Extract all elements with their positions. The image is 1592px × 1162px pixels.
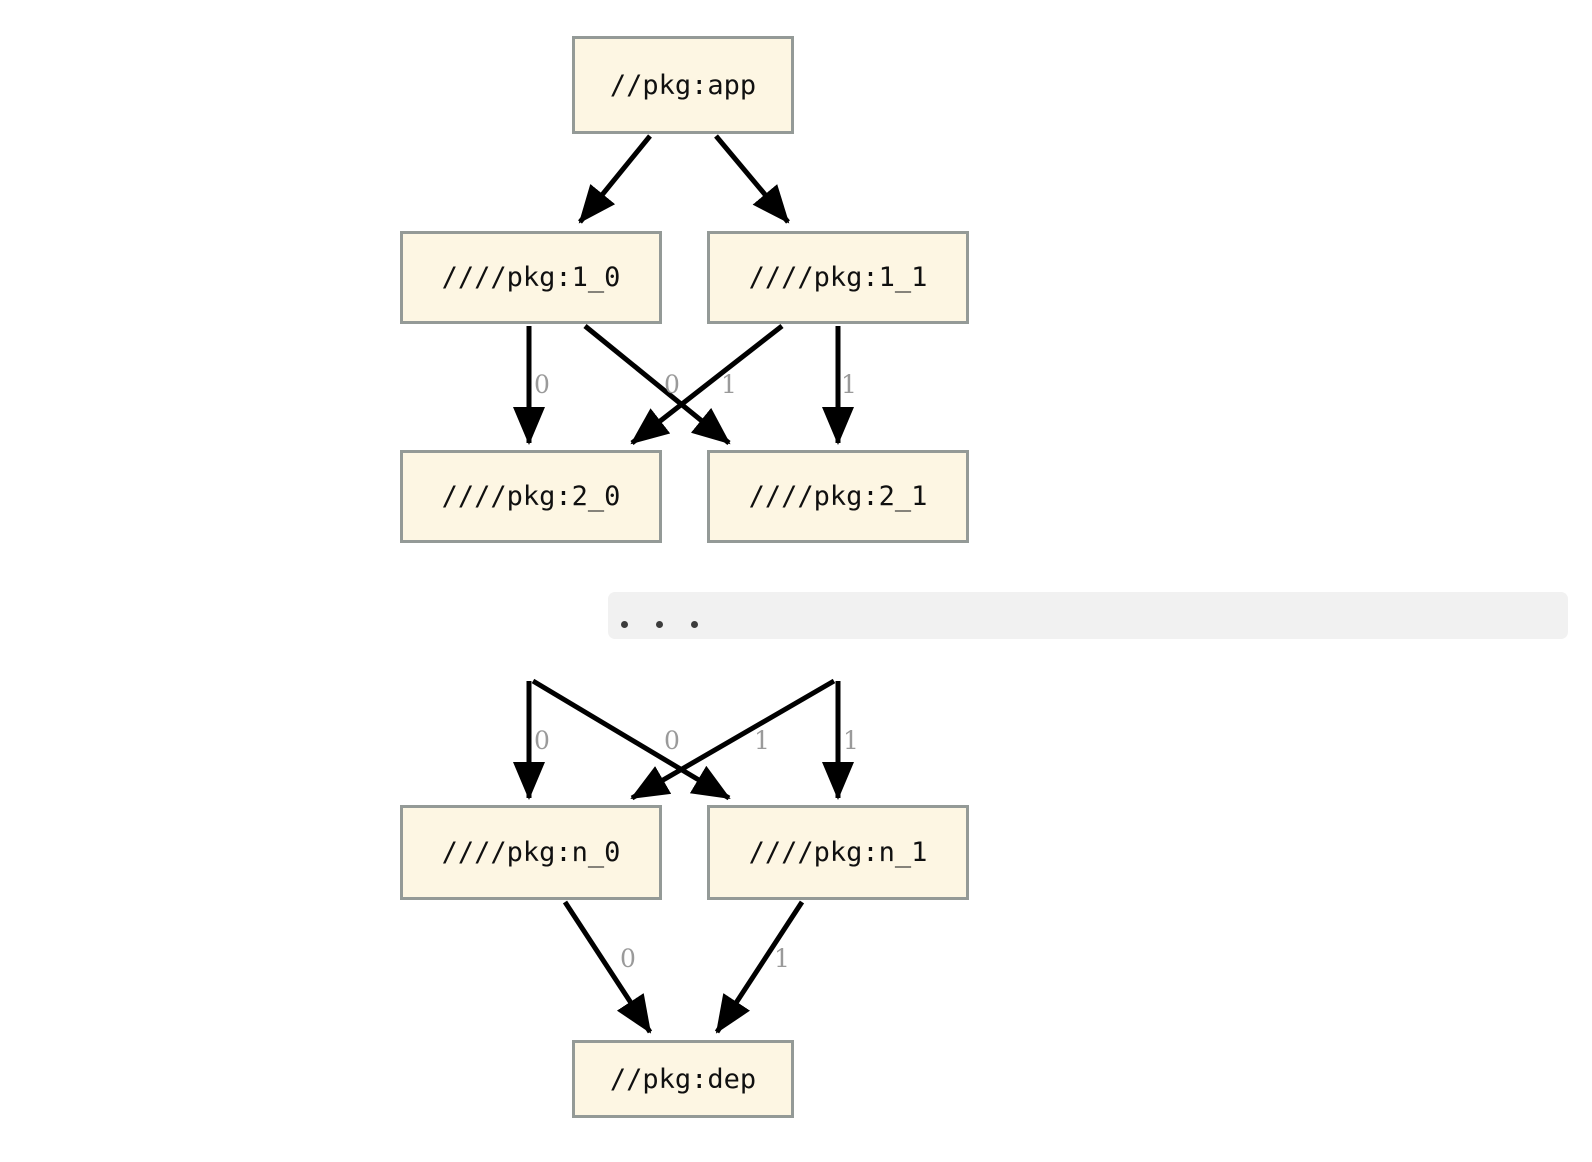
- edge-label-n_1-dep: 1: [774, 944, 790, 973]
- edge-label-elided-n_1: 0: [664, 726, 680, 755]
- ellipsis-dot-icon: [691, 621, 698, 628]
- edge-label-elided-n_0: 0: [534, 726, 550, 755]
- edge-label-1_0-2_0: 0: [534, 370, 550, 399]
- node-label: ////pkg:2_1: [748, 481, 928, 512]
- ellipsis-dot-icon: [621, 621, 628, 628]
- edge-app-to-1_0: [578, 134, 652, 224]
- edge-1_0-to-2_1: [583, 324, 731, 445]
- edge-n_0-to-dep: [562, 900, 653, 1034]
- node-pkg-2_1[interactable]: ////pkg:2_1: [707, 450, 969, 543]
- edge-label-1_1-2_1: 1: [841, 370, 857, 399]
- edge-n_1-to-dep: [714, 900, 805, 1034]
- node-app[interactable]: //pkg:app: [572, 36, 794, 134]
- node-label: //pkg:dep: [609, 1063, 757, 1095]
- ellipsis-band[interactable]: [608, 592, 1568, 639]
- node-label: //pkg:app: [609, 69, 757, 101]
- node-pkg-1_0[interactable]: ////pkg:1_0: [400, 231, 662, 324]
- node-dep[interactable]: //pkg:dep: [572, 1040, 794, 1118]
- edge-elided2-to-n_0: [630, 678, 836, 801]
- node-label: ////pkg:n_1: [748, 837, 928, 868]
- edge-label-1_1-2_0: 1: [721, 370, 737, 399]
- node-label: ////pkg:1_1: [748, 262, 928, 293]
- node-pkg-1_1[interactable]: ////pkg:1_1: [707, 231, 969, 324]
- edge-label-1_0-2_1: 0: [664, 370, 680, 399]
- node-pkg-n_0[interactable]: ////pkg:n_0: [400, 805, 662, 900]
- node-label: ////pkg:2_0: [441, 481, 621, 512]
- edge-label-elided2-n_0: 1: [754, 726, 770, 755]
- ellipsis-dot-icon: [656, 621, 663, 628]
- edge-label-n_0-dep: 0: [620, 944, 636, 973]
- edge-elided-to-n_1: [531, 678, 731, 801]
- node-pkg-2_0[interactable]: ////pkg:2_0: [400, 450, 662, 543]
- node-label: ////pkg:1_0: [441, 262, 621, 293]
- ellipsis-dots: [621, 621, 698, 628]
- edge-app-to-1_1: [714, 134, 790, 224]
- node-pkg-n_1[interactable]: ////pkg:n_1: [707, 805, 969, 900]
- edge-1_1-to-2_0: [630, 324, 784, 445]
- node-label: ////pkg:n_0: [441, 837, 621, 868]
- edge-label-elided2-n_1: 1: [843, 726, 859, 755]
